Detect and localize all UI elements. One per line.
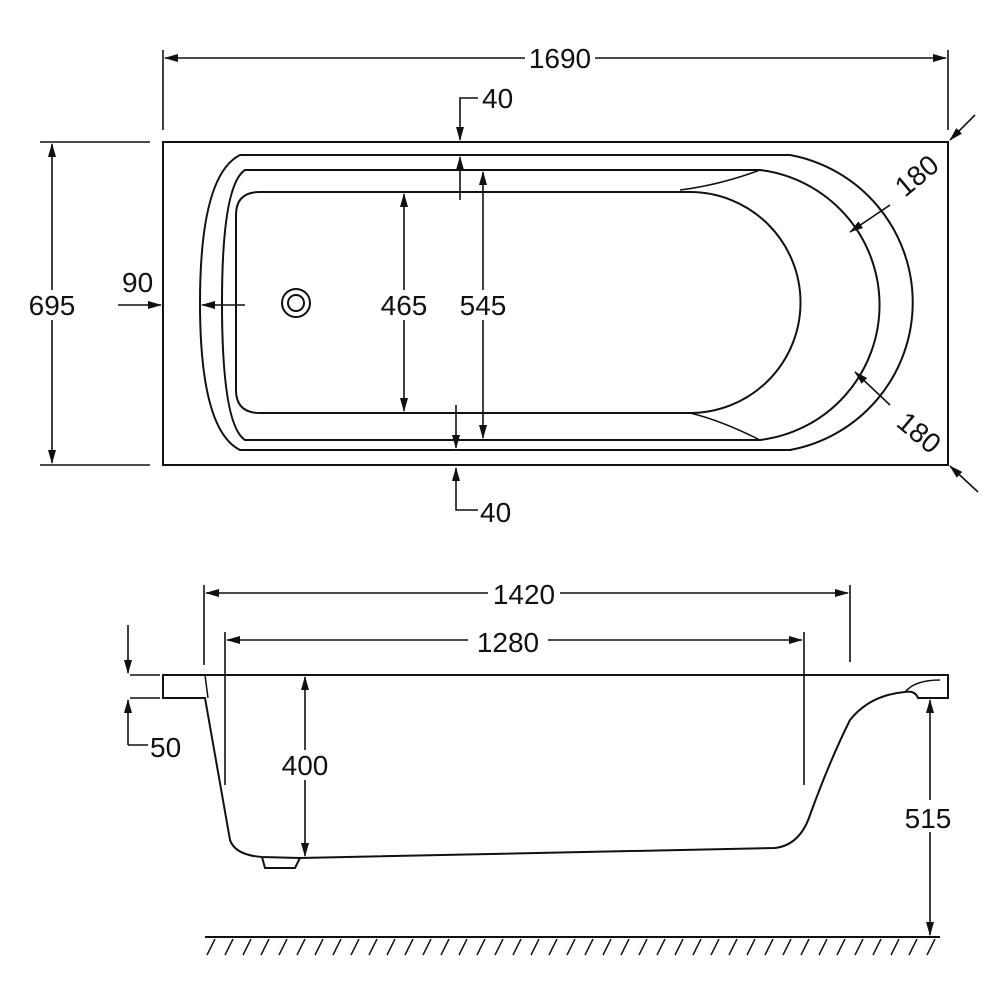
hatch-mark [836, 938, 846, 956]
outer-rim [198, 154, 914, 451]
hatch-mark [368, 938, 378, 956]
hatch-mark [746, 938, 756, 956]
dim-top-length: 1420 [493, 579, 555, 610]
hatch-mark [602, 938, 612, 956]
hatch-mark [926, 938, 936, 956]
hatch-mark [548, 938, 558, 956]
hatch-mark [260, 938, 270, 956]
side-view: 1420 1280 400 50 515 [124, 579, 962, 956]
dim-overall-width: 695 [29, 290, 76, 321]
drain-inner [287, 294, 305, 312]
hatch-mark [566, 938, 576, 956]
hatch-mark [656, 938, 666, 956]
hatch-mark [404, 938, 414, 956]
dim-depth: 400 [282, 750, 329, 781]
tub-outline-top [162, 141, 949, 466]
dim-corner-top: 180 [889, 149, 945, 203]
hatch-mark [872, 938, 882, 956]
dim-height: 515 [905, 803, 952, 834]
hatch-mark [242, 938, 252, 956]
hatch-mark [332, 938, 342, 956]
hatch-mark [908, 938, 918, 956]
hatch-mark [512, 938, 522, 956]
hatch-mark [296, 938, 306, 956]
dim-overall-length: 1690 [529, 43, 591, 74]
middle-rim [220, 169, 881, 441]
dim-rim-thickness: 50 [150, 732, 181, 763]
hatch-mark [314, 938, 324, 956]
dim-inner-width-bottom: 465 [381, 290, 428, 321]
hatch-mark [458, 938, 468, 956]
dim-rim-top: 40 [482, 83, 513, 114]
dim-bottom-length: 1280 [477, 627, 539, 658]
hatch-mark [422, 938, 432, 956]
tub-profile [162, 674, 949, 860]
hatch-mark [620, 938, 630, 956]
hatch-mark [530, 938, 540, 956]
hatch-mark [350, 938, 360, 956]
dim-corner-bottom: 180 [891, 406, 947, 460]
hatch-mark [764, 938, 774, 956]
hatch-mark [854, 938, 864, 956]
hatch-mark [440, 938, 450, 956]
hatch-mark [386, 938, 396, 956]
hatch-mark [890, 938, 900, 956]
dim-inner-width-top: 545 [460, 290, 507, 321]
drain-outer [281, 288, 311, 318]
hatch-mark [710, 938, 720, 956]
rim-transition [679, 169, 761, 441]
drain-foot [261, 856, 301, 869]
inner-basin [235, 191, 802, 414]
hatch-mark [206, 938, 216, 956]
hatch-mark [692, 938, 702, 956]
hatch-mark [800, 938, 810, 956]
hatch-mark [674, 938, 684, 956]
hatch-mark [818, 938, 828, 956]
rim-detail [204, 674, 941, 699]
top-view: 1690 695 40 40 90 465 545 180 180 [22, 43, 979, 528]
hatch-mark [224, 938, 234, 956]
dim-end-offset: 90 [122, 267, 153, 298]
hatch-mark [278, 938, 288, 956]
hatch-mark [494, 938, 504, 956]
hatch-mark [728, 938, 738, 956]
dim-rim-bottom: 40 [480, 497, 511, 528]
hatch-mark [782, 938, 792, 956]
hatch-mark [476, 938, 486, 956]
hatch-mark [638, 938, 648, 956]
floor-hatching [206, 938, 936, 956]
hatch-mark [584, 938, 594, 956]
